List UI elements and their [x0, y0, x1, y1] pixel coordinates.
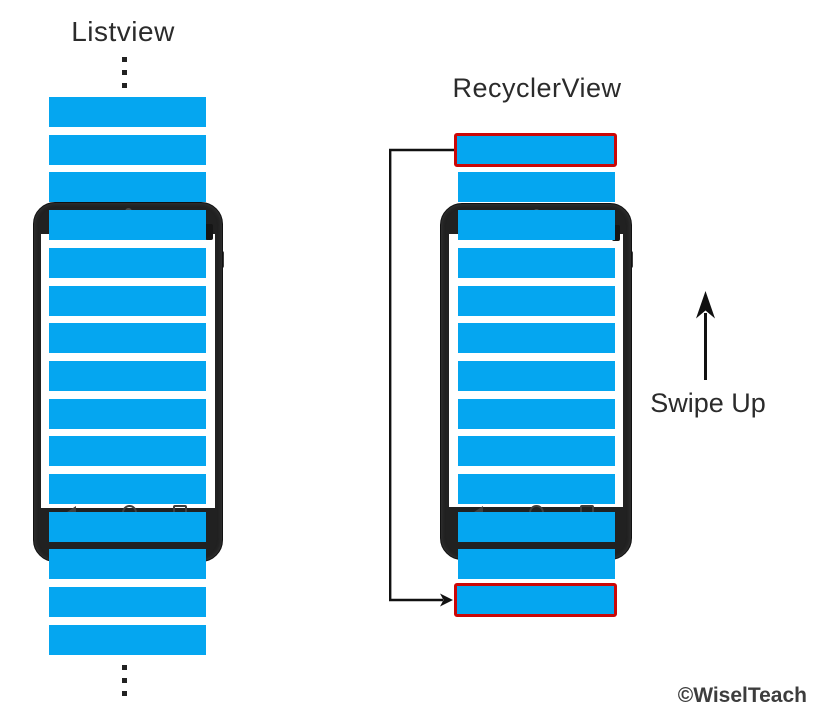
ellipsis-dot	[122, 678, 127, 683]
listview-item-bar	[49, 286, 206, 316]
recyclerview-item-bar	[458, 399, 615, 429]
recyclerview-item-bar	[458, 436, 615, 466]
listview-item-bar	[49, 512, 206, 542]
status-bar-artifact	[205, 224, 213, 240]
listview-item-bar	[49, 210, 206, 240]
recyclerview-item-bar	[458, 323, 615, 353]
swipe-up-arrowhead	[696, 291, 715, 319]
swipe-up-label: Swipe Up	[650, 388, 766, 418]
listview-item-bar	[49, 587, 206, 617]
ellipsis-dot	[122, 665, 127, 670]
status-bar-artifact	[612, 225, 620, 241]
recyclerview-item-bar	[458, 248, 615, 278]
listview-item-bar	[49, 399, 206, 429]
recyclerview-item-bar	[458, 210, 615, 240]
listview-item-bar	[49, 549, 206, 579]
recyclerview-title: RecyclerView	[452, 73, 622, 103]
recyclerview-item-bar	[458, 512, 615, 542]
recycled-item-bottom	[454, 583, 617, 617]
listview-item-bar	[49, 172, 206, 202]
listview-item-bar	[49, 135, 206, 165]
listview-item-bar	[49, 97, 206, 127]
listview-item-bar	[49, 625, 206, 655]
recycle-connector-arrowhead	[440, 593, 453, 607]
listview-item-bar	[49, 474, 206, 504]
ellipsis-top	[122, 57, 127, 88]
recyclerview-item-bar	[458, 172, 615, 202]
ellipsis-dot	[122, 70, 127, 75]
listview-item-bar	[49, 323, 206, 353]
recyclerview-item-bar	[458, 361, 615, 391]
watermark: ©WiselTeach	[677, 684, 807, 707]
listview-item-bar	[49, 436, 206, 466]
recyclerview-item-bar	[458, 286, 615, 316]
listview-title: Listview	[71, 16, 175, 47]
listview-item-bar	[49, 248, 206, 278]
ellipsis-bottom	[122, 665, 127, 696]
recyclerview-item-bar	[458, 549, 615, 579]
listview-item-bar	[49, 361, 206, 391]
ellipsis-dot	[122, 83, 127, 88]
recyclerview-item-bar	[458, 474, 615, 504]
ellipsis-dot	[122, 57, 127, 62]
ellipsis-dot	[122, 691, 127, 696]
recycled-item-top	[454, 133, 617, 167]
